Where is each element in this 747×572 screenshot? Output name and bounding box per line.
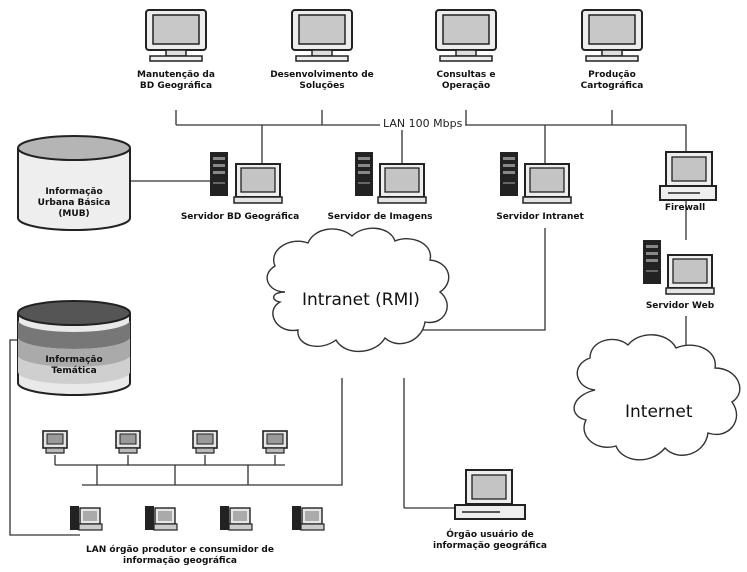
label-server-intranet: Servidor Intranet: [496, 212, 584, 222]
server-web: [643, 240, 715, 295]
intranet-cloud: [266, 227, 450, 353]
workstation-maintenance: [145, 9, 207, 62]
db-thematic: [17, 300, 131, 396]
workstation-queries: [435, 9, 497, 62]
server-imagens: [355, 152, 427, 204]
label-server-images: Servidor de Imagens: [327, 212, 433, 222]
server-intranet: [500, 152, 572, 204]
label-workstation-development: Desenvolvimento de Soluções: [270, 70, 374, 91]
label-db-thematic: Informação Temática: [45, 355, 103, 376]
label-firewall: Firewall: [664, 203, 706, 213]
label-lan-bottom: LAN órgão produtor e consumidor de infor…: [86, 545, 274, 566]
label-db-urban: Informação Urbana Básica (MUB): [37, 187, 111, 219]
label-workstation-maintenance: Manutenção da BD Geográfica: [137, 70, 215, 91]
lan-100-label: LAN 100 Mbps: [380, 117, 466, 130]
label-intranet: Intranet (RMI): [302, 290, 420, 310]
db-urban: [17, 135, 131, 231]
label-user-org: Órgão usuário de informação geográfica: [433, 530, 547, 551]
label-server-bd: Servidor BD Geográfica: [180, 212, 300, 222]
lan-pcs-row: [69, 505, 325, 531]
label-workstation-queries: Consultas e Operação: [436, 70, 496, 91]
firewall: [659, 151, 717, 201]
workstation-development: [291, 9, 353, 62]
label-workstation-cartography: Produção Cartográfica: [580, 70, 644, 91]
lan-workstations-row: [42, 430, 288, 454]
label-internet: Internet: [625, 402, 693, 422]
user-org-computer: [454, 469, 526, 520]
workstation-cartography: [581, 9, 643, 62]
server-bd-geografica: [210, 152, 283, 204]
internet-cloud: [573, 334, 741, 461]
label-web-server: Servidor Web: [645, 301, 715, 311]
